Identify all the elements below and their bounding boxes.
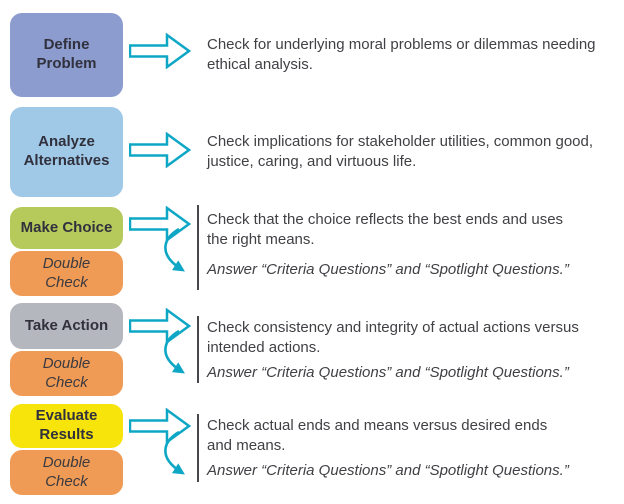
step-description-analyze-alternatives: Check implications for stakeholder utili… [207, 133, 594, 170]
answer-note-evaluate-results: Answer “Criteria Questions” and “Spotlig… [207, 462, 569, 479]
step-box-define-problem: Define Problem [10, 13, 123, 97]
step-label: Make Choice [20, 218, 113, 236]
double-check-label: Double Check [42, 453, 91, 490]
double-check-box-evaluate-results: Double Check [10, 450, 123, 495]
divider-line [197, 316, 199, 383]
step-label: Define Problem [36, 36, 97, 72]
divider-line [197, 205, 199, 290]
step-box-make-choice: Make Choice [10, 207, 123, 249]
step-box-evaluate-results: Evaluate Results [10, 404, 123, 448]
double-check-box-make-choice: Double Check [10, 251, 123, 296]
answer-note-take-action: Answer “Criteria Questions” and “Spotlig… [207, 364, 569, 381]
step-description-make-choice: Check that the choice reflects the best … [207, 211, 564, 248]
answer-note-make-choice: Answer “Criteria Questions” and “Spotlig… [207, 261, 569, 278]
step-description-define-problem: Check for underlying moral problems or d… [207, 36, 596, 73]
double-check-box-take-action: Double Check [10, 351, 123, 396]
curved-down-arrow-icon [164, 430, 185, 475]
divider-line [197, 414, 199, 482]
right-block-arrow-icon [129, 33, 191, 69]
step-box-analyze-alternatives: Analyze Alternatives [10, 107, 123, 197]
step-description-take-action: Check consistency and integrity of actua… [207, 319, 579, 356]
step-box-take-action: Take Action [10, 303, 123, 349]
step-label: Evaluate Results [35, 407, 98, 443]
double-check-label: Double Check [42, 254, 91, 291]
double-check-label: Double Check [42, 354, 91, 391]
step-label: Analyze Alternatives [23, 133, 110, 169]
curved-down-arrow-icon [164, 329, 185, 374]
step-label: Take Action [24, 316, 109, 334]
step-description-evaluate-results: Check actual ends and means versus desir… [207, 417, 548, 454]
right-block-arrow-icon [129, 132, 191, 168]
curved-down-arrow-icon [164, 227, 185, 272]
